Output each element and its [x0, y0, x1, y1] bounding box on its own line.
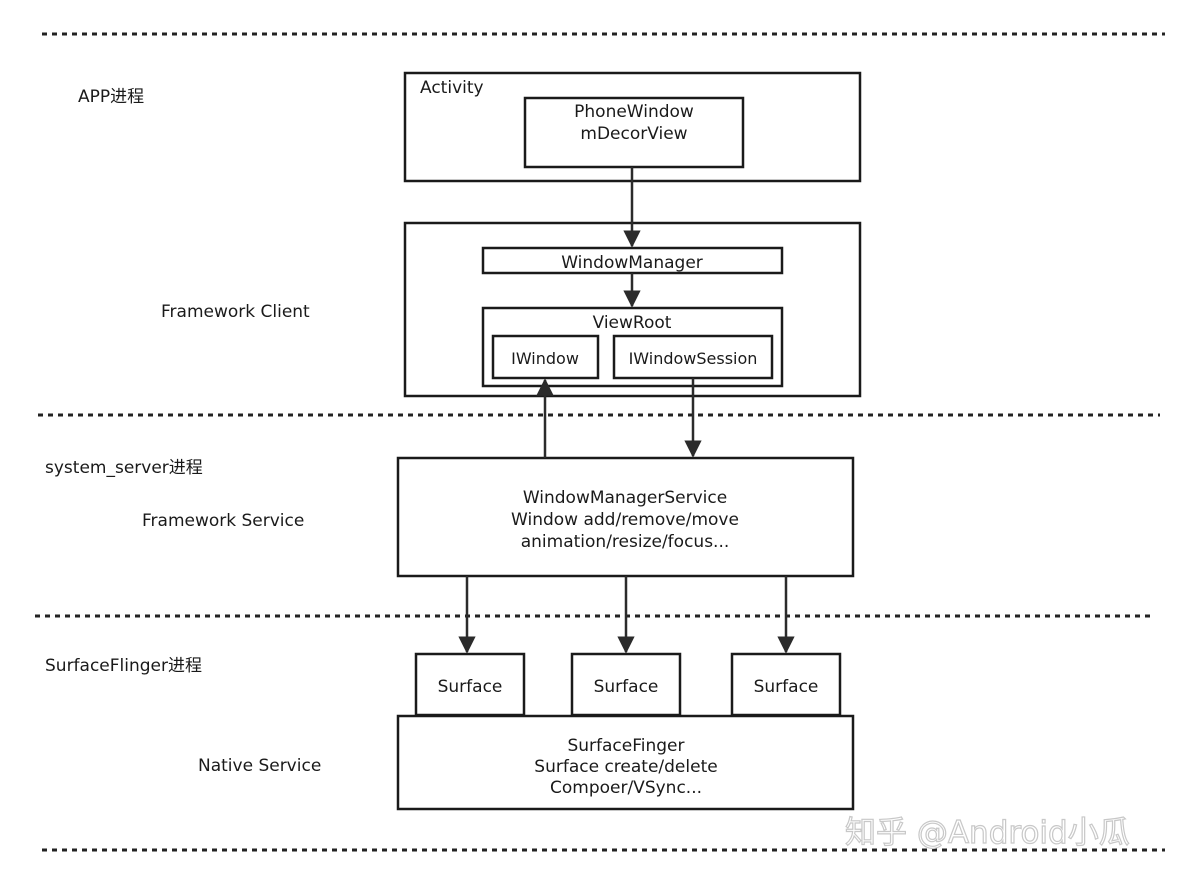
- iwindow-session-box: [612, 334, 774, 380]
- surfaceflinger-line-2: Surface create/delete: [534, 757, 717, 777]
- surface-label-3: Surface: [754, 677, 819, 697]
- surfaceflinger-box: [396, 714, 855, 811]
- iwindow-session-label: IWindowSession: [629, 349, 758, 368]
- window-manager-box: [481, 246, 784, 275]
- iwindow-box: [491, 334, 600, 380]
- window-manager-label: WindowManager: [561, 253, 703, 273]
- surface-label-2: Surface: [594, 677, 659, 697]
- decor-view-label: mDecorView: [580, 124, 687, 144]
- surface-label-1: Surface: [438, 677, 503, 697]
- activity-label: Activity: [420, 78, 484, 98]
- layer-label-framework-client: Framework Client: [161, 302, 310, 322]
- layer-label-system-server: system_server进程: [45, 458, 203, 478]
- view-root-label: ViewRoot: [593, 313, 672, 333]
- iwindow-label: IWindow: [511, 349, 579, 368]
- watermark: 知乎 @Android小瓜: [845, 815, 1130, 851]
- phone-window-label: PhoneWindow: [574, 102, 694, 122]
- wms-title: WindowManagerService: [523, 488, 727, 508]
- wms-line-3: animation/resize/focus...: [521, 532, 730, 552]
- surfaceflinger-title: SurfaceFinger: [567, 736, 684, 756]
- layer-label-surfaceflinger: SurfaceFlinger进程: [45, 656, 202, 676]
- phone-window-box: [523, 96, 745, 169]
- surfaceflinger-line-3: Compoer/VSync...: [550, 778, 702, 798]
- layer-label-framework-service: Framework Service: [142, 511, 304, 531]
- layer-label-app: APP进程: [78, 87, 144, 107]
- layer-label-native-service: Native Service: [198, 756, 321, 776]
- wms-line-2: Window add/remove/move: [511, 510, 739, 530]
